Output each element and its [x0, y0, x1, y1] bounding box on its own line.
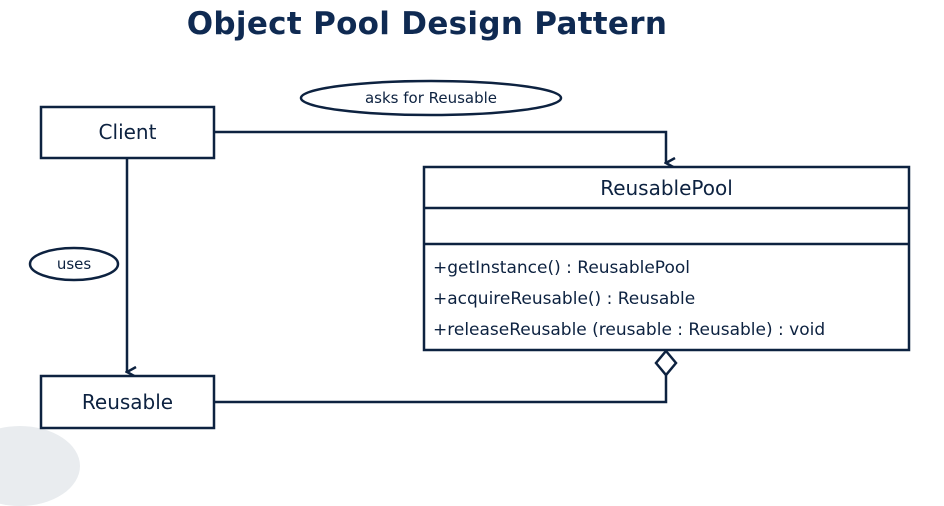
pool-operation: +releaseReusable (reusable : Reusable) :…	[433, 320, 825, 340]
aggregation-diamond-icon	[654, 349, 678, 377]
client-label: Client	[99, 120, 157, 144]
reusable-pool-class: ReusablePool +getInstance() : ReusablePo…	[422, 165, 911, 352]
reusable-label: Reusable	[82, 390, 173, 414]
uses-note: uses	[28, 246, 120, 282]
reusable-class: Reusable	[39, 374, 216, 430]
pool-class-name: ReusablePool	[600, 176, 733, 200]
asks-connector	[214, 130, 666, 163]
asks-for-reusable-note: asks for Reusable	[299, 79, 563, 117]
pool-operation: +getInstance() : ReusablePool	[433, 258, 690, 278]
uses-label: uses	[57, 255, 92, 273]
asks-label: asks for Reusable	[365, 89, 497, 107]
pool-operation: +acquireReusable() : Reusable	[433, 289, 695, 309]
aggregation-connector	[214, 375, 668, 404]
diagram-title: Object Pool Design Pattern	[186, 6, 668, 42]
uml-diagram: Client Reusable ReusablePool +getInstanc…	[28, 79, 911, 430]
client-class: Client	[39, 105, 216, 160]
